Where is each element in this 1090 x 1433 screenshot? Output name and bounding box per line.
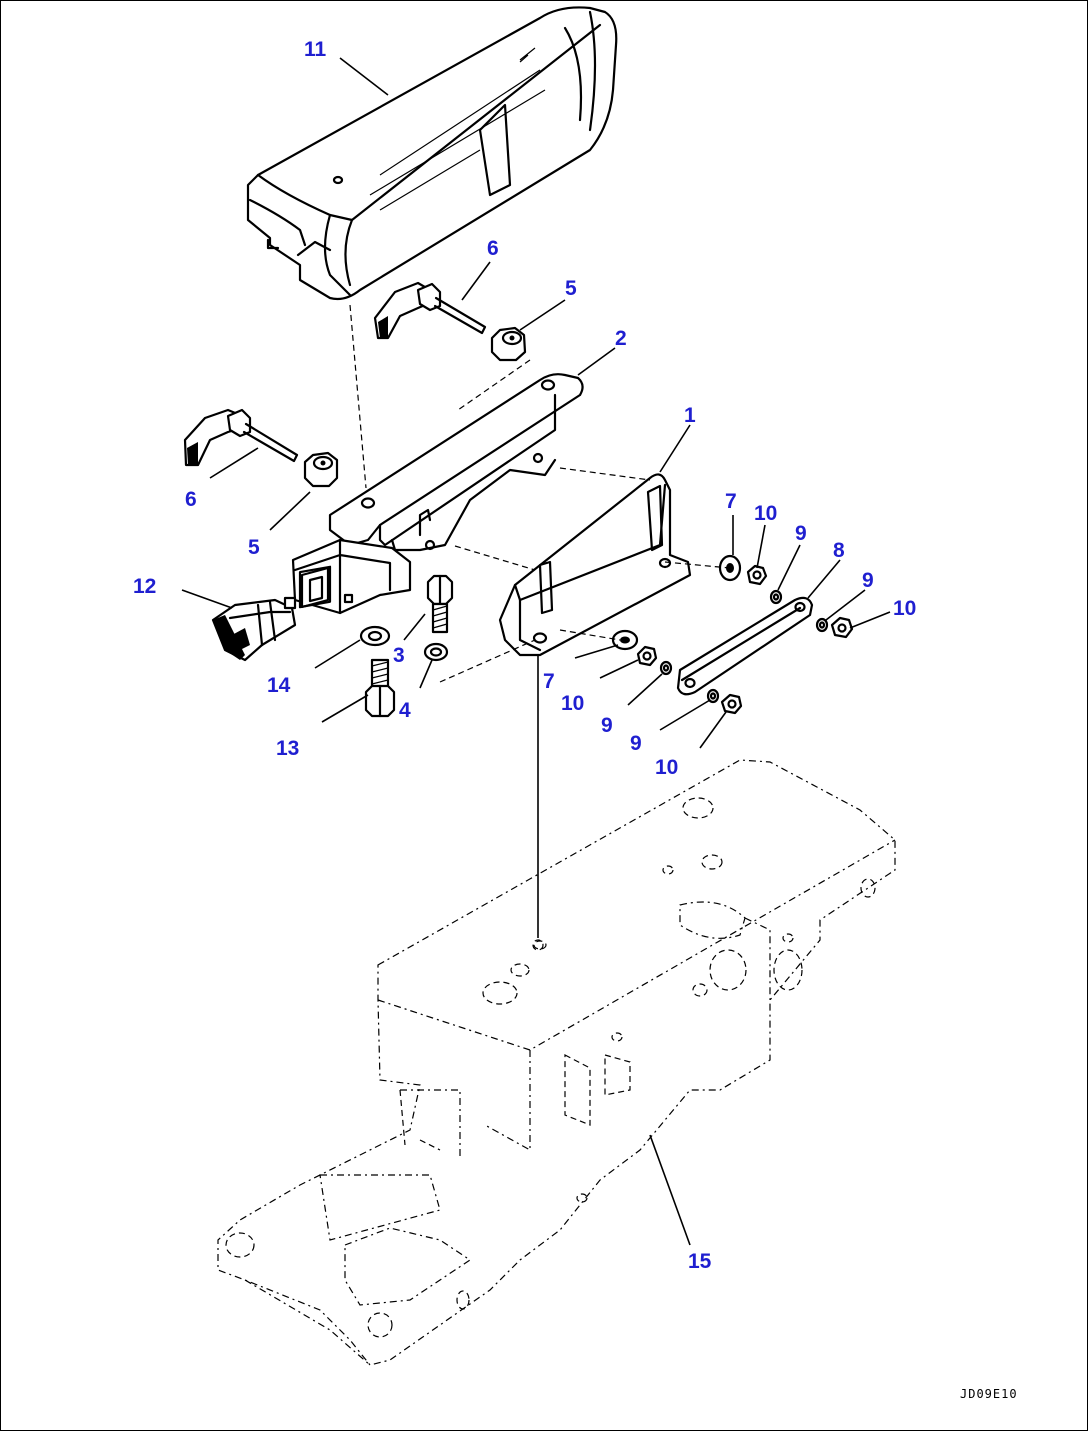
part-13-bolt xyxy=(364,658,396,718)
callout-5-lower: 5 xyxy=(248,536,260,559)
callout-7-lower: 7 xyxy=(543,670,555,693)
part-9-washer-b xyxy=(815,617,829,633)
callout-9-upper-right: 9 xyxy=(862,569,874,592)
callout-7-upper: 7 xyxy=(725,490,737,513)
part-9-washer-a xyxy=(769,589,783,605)
callout-6-upper: 6 xyxy=(487,237,499,260)
callout-1: 1 xyxy=(684,404,696,427)
part-14-washer xyxy=(359,625,391,647)
callout-9-lower-left: 9 xyxy=(601,714,613,737)
callout-4: 4 xyxy=(399,699,411,722)
part-5-bushing-upper xyxy=(490,326,527,362)
callouts: 11 6 5 2 1 6 5 7 10 9 8 9 10 12 3 14 4 1… xyxy=(133,38,916,1273)
callout-2: 2 xyxy=(615,327,627,350)
part-1-bracket xyxy=(498,473,692,657)
part-4-washer xyxy=(423,642,449,662)
callout-10-lower-right: 10 xyxy=(655,756,678,779)
assembly-lines xyxy=(349,304,731,951)
part-15-frame xyxy=(217,759,896,1366)
part-10-nut-b xyxy=(830,616,854,639)
callout-8: 8 xyxy=(833,539,845,562)
part-10-nut-d xyxy=(720,693,743,715)
leader-lines xyxy=(181,57,891,1246)
part-9-washer-d xyxy=(706,688,720,704)
part-6-lever-lower xyxy=(183,408,299,467)
part-10-nut-c xyxy=(636,645,658,667)
callout-3: 3 xyxy=(393,644,405,667)
part-11-armrest xyxy=(246,6,618,301)
callout-12: 12 xyxy=(133,575,156,598)
callout-9-upper-left: 9 xyxy=(795,522,807,545)
callout-15: 15 xyxy=(688,1250,712,1273)
drawing-code: JD09E10 xyxy=(960,1387,1018,1401)
callout-5-upper: 5 xyxy=(565,277,577,300)
callout-14: 14 xyxy=(267,674,291,697)
part-8-plate xyxy=(676,596,814,696)
part-5-bushing-lower xyxy=(303,451,339,488)
part-10-nut-a xyxy=(746,564,768,586)
callout-10-upper-right: 10 xyxy=(893,597,916,620)
callout-10-upper-left: 10 xyxy=(754,502,777,525)
connector-housing xyxy=(291,538,412,615)
part-7-washer-b xyxy=(611,629,639,651)
part-2-bracket xyxy=(328,373,584,552)
callout-11: 11 xyxy=(304,38,327,61)
callout-13: 13 xyxy=(276,737,299,760)
part-6-lever-upper xyxy=(373,281,487,340)
part-9-washer-c xyxy=(659,660,673,676)
part-3-bolt xyxy=(426,574,454,634)
callout-9-lower-right: 9 xyxy=(630,732,642,755)
part-12-connector xyxy=(211,596,297,662)
callout-10-lower-left: 10 xyxy=(561,692,584,715)
callout-6-lower: 6 xyxy=(185,488,197,511)
